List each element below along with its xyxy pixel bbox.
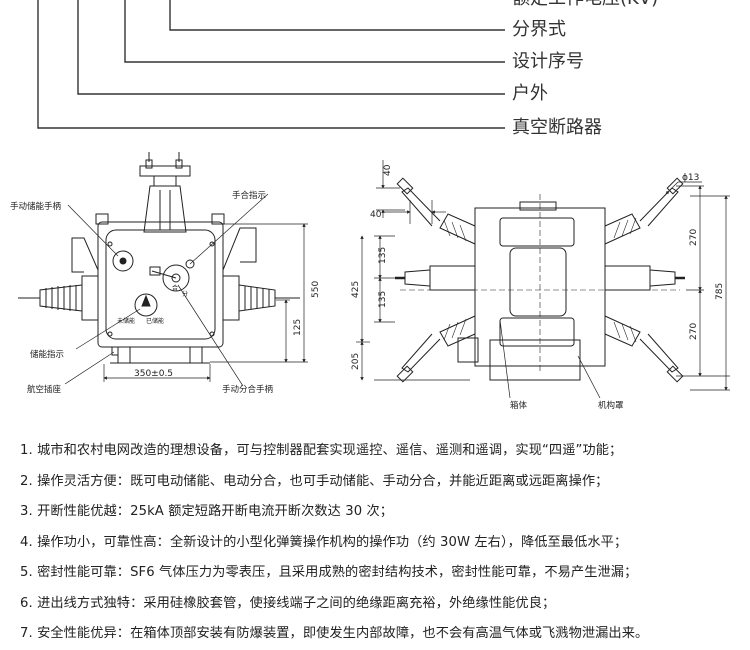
feature-item: 1. 城市和农村电网改造的理想设备，可与控制器配套实现遥控、遥信、遥测和遥调，实… bbox=[20, 443, 623, 458]
mark-open: 分 bbox=[182, 290, 188, 298]
side-view-dimension-lines bbox=[103, 223, 308, 382]
feature-item: 3. 开断性能优越：25kA 额定短路开断电流开断次数达 30 次； bbox=[20, 504, 394, 519]
breaker-housing bbox=[97, 221, 224, 348]
charge-indicator-dial bbox=[134, 293, 158, 317]
top-view-left-bushings bbox=[395, 177, 476, 383]
feature-item: 7. 安全性能优异：在箱体顶部安装有防爆装置，即使发生内部故障，也不会有高温气体… bbox=[20, 626, 649, 641]
dim-205: 205 bbox=[351, 353, 361, 370]
label-closing-indicator: 手合指示 bbox=[232, 190, 266, 201]
top-view-dimension-lines bbox=[356, 160, 730, 399]
legend-demarcation-type: 分界式 bbox=[512, 19, 566, 40]
label-manual-charge-handle: 手动储能手柄 bbox=[10, 201, 62, 212]
lifting-lug-right bbox=[211, 213, 225, 225]
label-charge-indicator: 储能指示 bbox=[30, 349, 64, 360]
feature-item: 6. 进出线方式独特：采用硅橡胶套管，使接线端子之间的绝缘距离充裕，外绝缘性能优… bbox=[20, 595, 556, 611]
dim-height-lower: 125 bbox=[293, 319, 303, 336]
mark-uncharged: 未储能 bbox=[117, 317, 135, 325]
label-mechanism-cover: 机构罩 bbox=[598, 400, 624, 411]
top-terminal bbox=[139, 152, 191, 233]
mark-close: 合 bbox=[172, 284, 178, 292]
legend-vacuum-breaker: 真空断路器 bbox=[512, 117, 602, 138]
lifting-lug-left bbox=[95, 213, 109, 225]
left-side-bushing bbox=[18, 275, 99, 321]
charge-handle-knob bbox=[112, 250, 134, 272]
legend-leader-lines bbox=[37, 0, 505, 129]
housing-inner-panel bbox=[105, 229, 216, 340]
dim-top-40b: 40 bbox=[370, 210, 382, 220]
legend-design-number: 设计序号 bbox=[512, 51, 584, 72]
dim-135b: 135 bbox=[378, 291, 388, 308]
mounting-foot-left bbox=[117, 346, 131, 364]
dim-785: 785 bbox=[715, 283, 725, 300]
technical-drawings: 手动储能手柄 手合指示 储能指示 航空插座 手动分合手柄 已储能 未储能 合 分… bbox=[10, 152, 730, 411]
top-view-right-bushings bbox=[604, 177, 685, 383]
legend-rated-voltage: 额定工作电压(KV) bbox=[512, 0, 658, 10]
mounting-foot-right bbox=[189, 346, 203, 364]
side-view-drawing bbox=[18, 152, 300, 364]
dim-width: 350±0.5 bbox=[134, 369, 173, 379]
legend-outdoor: 户外 bbox=[512, 83, 548, 104]
label-manual-trip-handle: 手动分合手柄 bbox=[222, 384, 274, 395]
dim-425: 425 bbox=[351, 281, 361, 298]
feature-item: 5. 密封性能可靠：SF6 气体压力为零表压，且采用成熟的密封结构技术，密封性能… bbox=[20, 565, 638, 580]
label-aviation-socket: 航空插座 bbox=[27, 384, 62, 395]
mark-charged: 已储能 bbox=[146, 317, 164, 325]
dim-270a: 270 bbox=[689, 229, 699, 246]
feature-item: 4. 操作功小，可靠性高：全新设计的小型化弹簧操作机构的操作功（约 30W 左右… bbox=[20, 534, 628, 550]
label-box: 箱体 bbox=[510, 400, 528, 411]
top-view-drawing bbox=[395, 177, 685, 383]
side-view-leaders bbox=[64, 193, 269, 387]
dim-270b: 270 bbox=[689, 323, 699, 340]
dim-top-40a: 40 bbox=[383, 164, 393, 176]
dim-height-total: 550 bbox=[311, 281, 321, 298]
feature-list: 1. 城市和农村电网改造的理想设备，可与控制器配套实现遥控、遥信、遥测和遥调，实… bbox=[20, 436, 745, 650]
dim-hole-diameter: ϕ13 bbox=[682, 173, 699, 183]
model-code-legend: 额定工作电压(KV) 分界式 设计序号 户外 真空断路器 bbox=[0, 0, 750, 150]
right-side-bushing bbox=[222, 275, 300, 321]
feature-item: 2. 操作灵活方便：既可电动储能、电动分合，也可手动储能、手动分合，并能近距离或… bbox=[20, 473, 609, 489]
dim-135a: 135 bbox=[378, 247, 388, 264]
close-indicator-dial bbox=[162, 264, 190, 292]
